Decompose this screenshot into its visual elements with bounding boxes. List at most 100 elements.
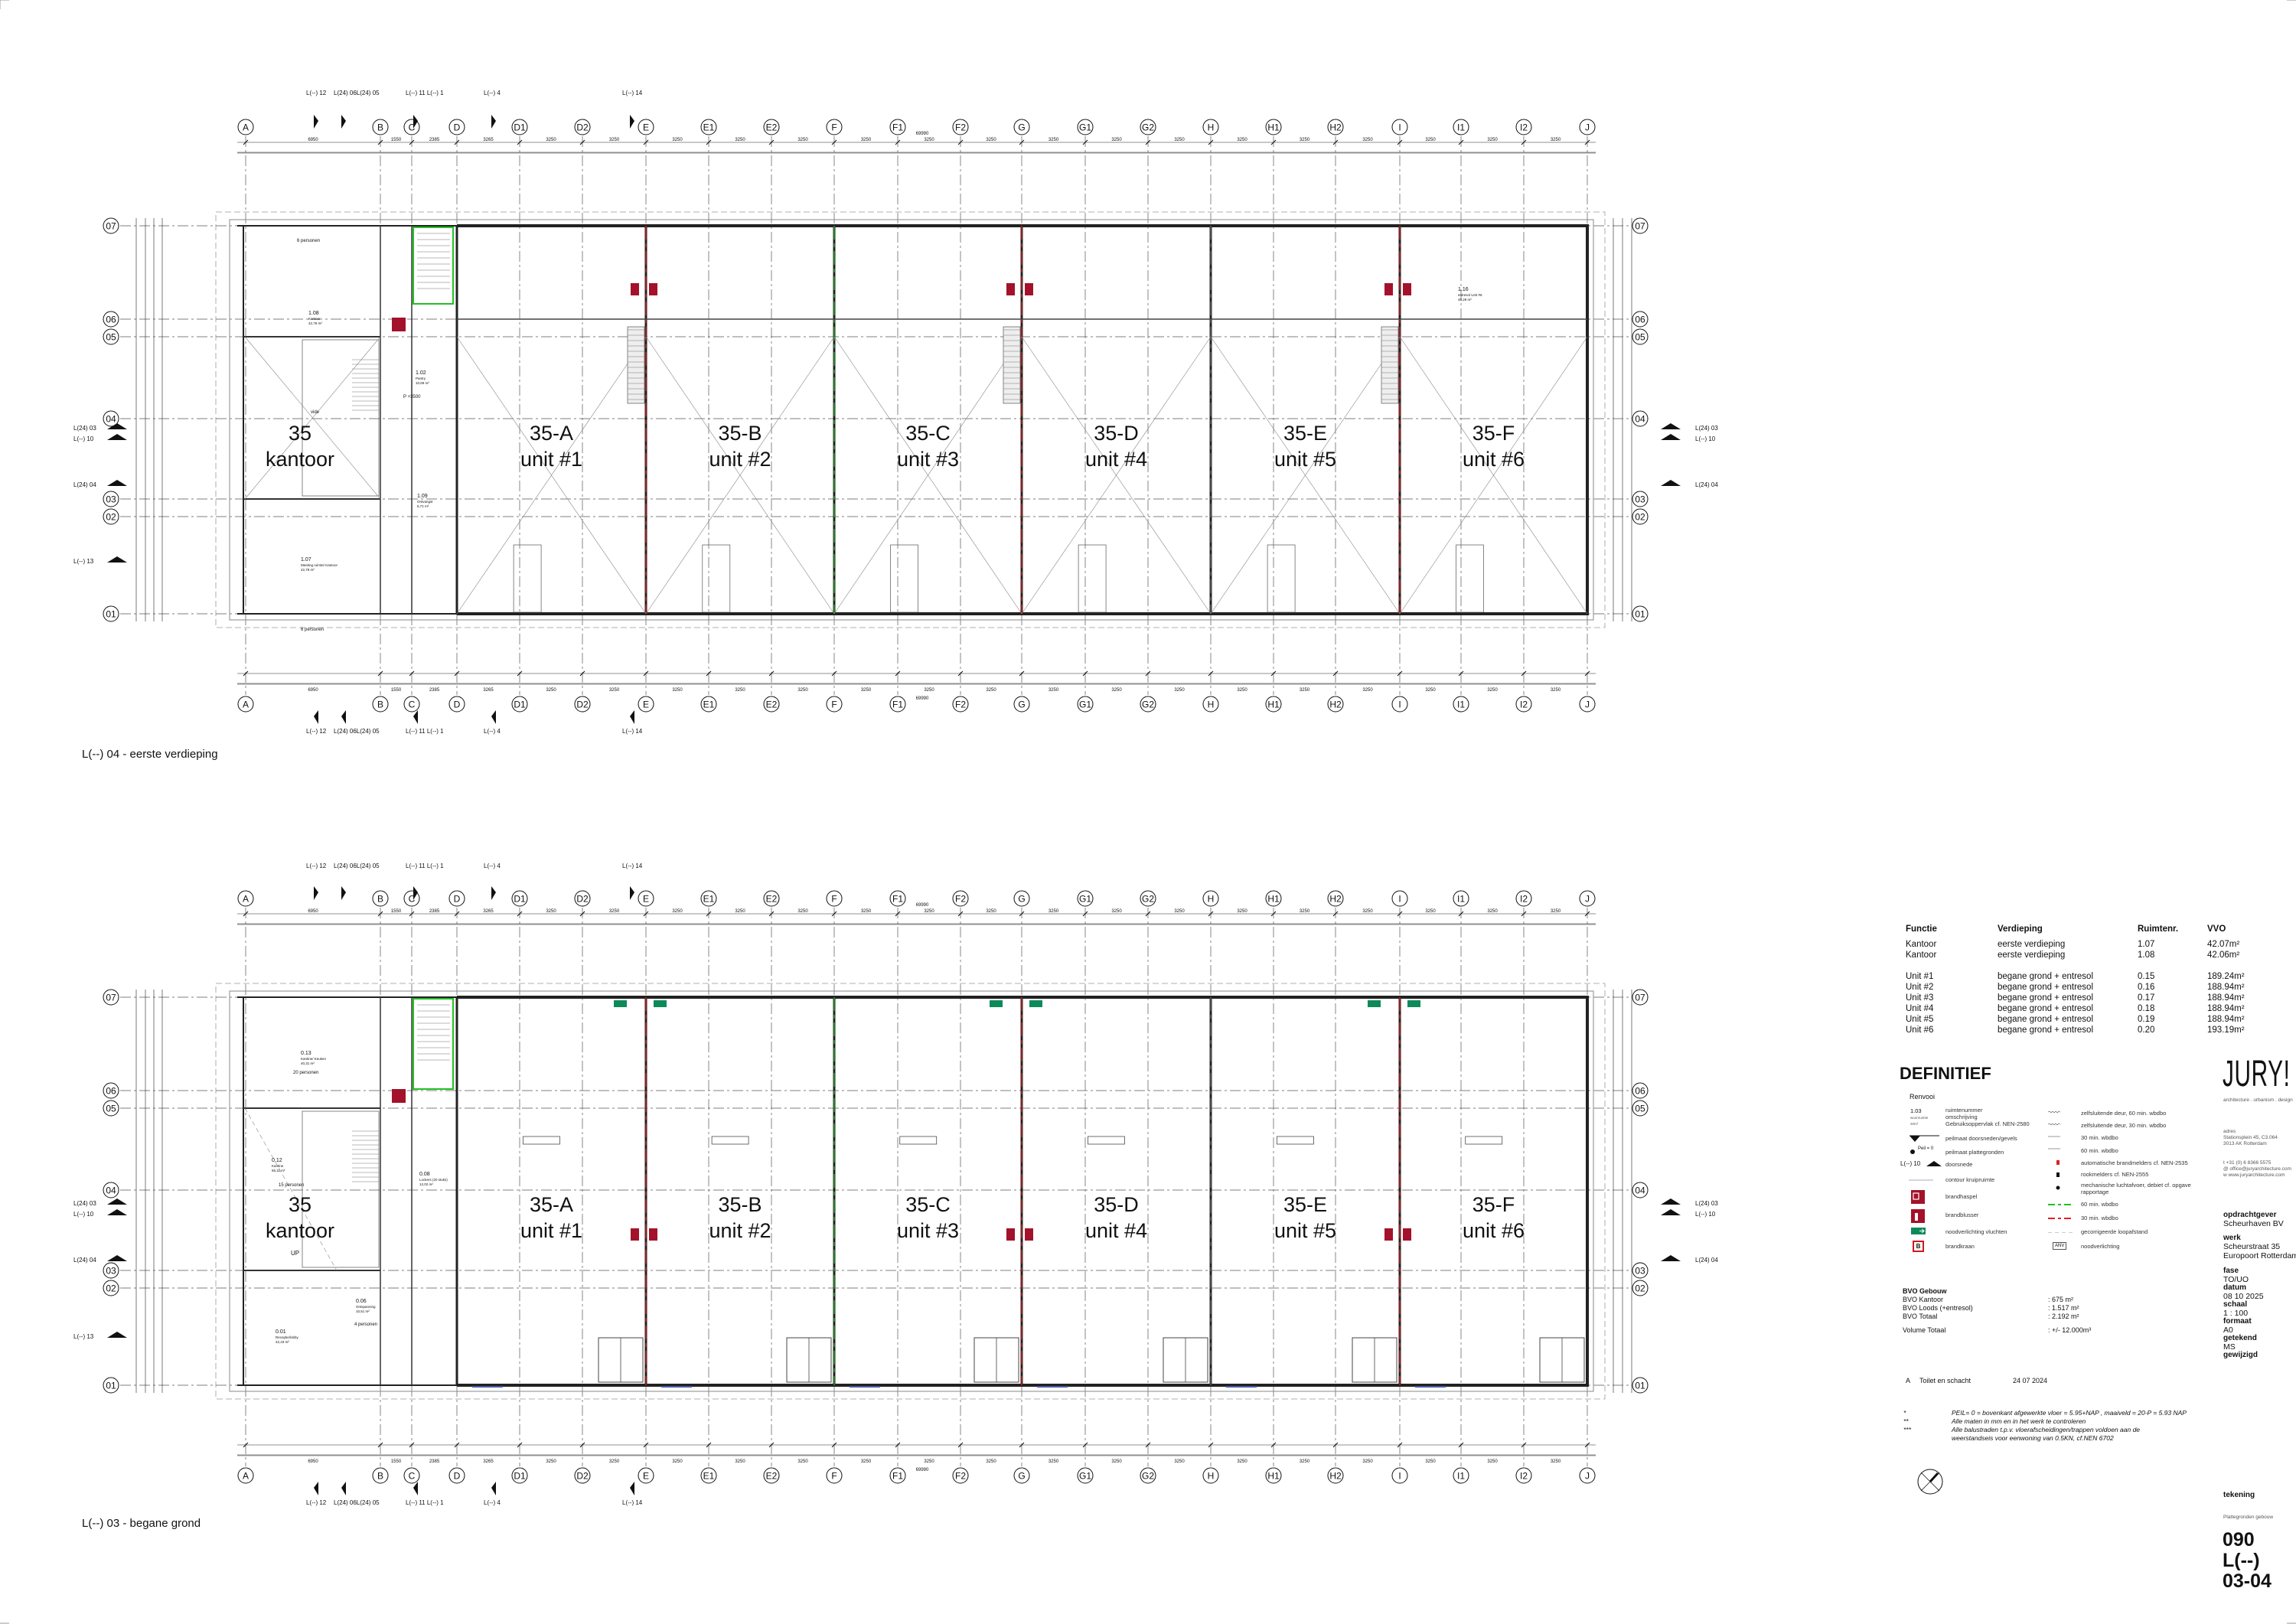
fire-hose-reel-icon [1911, 1190, 1925, 1204]
room-number: 0.06 [356, 1299, 367, 1304]
grid-bubble [1453, 696, 1469, 713]
dimension-value: 3250 [1174, 1459, 1185, 1464]
grid-bubble [1632, 328, 1649, 345]
dimension-value: 3250 [609, 688, 620, 693]
dimension-value: 3250 [1362, 1459, 1373, 1464]
legend-room-area-sample: 20m² [1910, 1122, 1919, 1126]
grid-bubble [1077, 890, 1094, 907]
dimension-value: 3250 [672, 1459, 683, 1464]
dimension-tick [643, 1442, 649, 1448]
section-marker-icon [630, 886, 634, 900]
grid-bubble [1515, 696, 1532, 713]
grid-label: G [1018, 894, 1025, 905]
dimension-tick [579, 670, 585, 677]
grid-bubble [952, 696, 969, 713]
dimension-value: 3250 [1487, 138, 1498, 142]
firm-logo: JURY! [2223, 1054, 2291, 1094]
revision-date: 24 07 2024 [2013, 1377, 2048, 1384]
dimension-value: 3250 [1425, 909, 1436, 914]
grid-bubble [1391, 1467, 1408, 1484]
section-marker-icon [491, 710, 496, 724]
grid-bubble [889, 696, 906, 713]
grid-label: H2 [1329, 122, 1342, 133]
section-label: L(--) 10 [1695, 435, 1716, 442]
dimension-value: 1550 [391, 138, 402, 142]
grid-bubble [1013, 119, 1030, 135]
unit-stair [1381, 326, 1399, 404]
dimension-value: 3250 [1049, 688, 1059, 693]
room-note: 15 personen [279, 1183, 304, 1188]
dimension-value: 3250 [1362, 688, 1373, 693]
grid-bubble [1265, 119, 1282, 135]
grid-label: H1 [1267, 894, 1280, 905]
grid-bubble [1013, 1467, 1030, 1484]
unit-info-tag [1465, 1136, 1503, 1145]
fire-hose-reel-icon [392, 1089, 406, 1103]
dimension-tick [768, 1442, 775, 1448]
grid-bubble [372, 696, 389, 713]
dimension-tick [895, 1442, 901, 1448]
grid-label: A [243, 894, 249, 905]
legend-label: zelfsluitende deur, 30 min. wbdbo [2081, 1122, 2167, 1129]
emergency-exit-icon [1368, 1000, 1381, 1007]
dimension-value: 3250 [986, 909, 996, 914]
grid-bubble [1013, 890, 1030, 907]
level-marker-icon [1910, 1135, 1939, 1142]
table-cell: 42.07m² [2207, 940, 2240, 949]
level-plan-marker-icon [1910, 1150, 1915, 1154]
dimension-value: 3250 [546, 138, 556, 142]
legend-room-number-sample: 1.03 [1910, 1107, 1922, 1114]
dimension-tick [1458, 1442, 1464, 1448]
grid-label: F1 [892, 894, 903, 905]
dimension-value: 3250 [797, 138, 808, 142]
room-area: 6,71 m² [417, 504, 429, 508]
legend-label: zelfsluitende deur, 60 min. wbdbo [2081, 1110, 2167, 1117]
dimension-value: 3250 [861, 909, 872, 914]
wbdbo-60-line-icon [2048, 1204, 2074, 1205]
legend-label: noodverlichting vluchten [1945, 1228, 2007, 1235]
grid-label: 04 [1635, 414, 1645, 425]
grid-bubble [237, 1467, 254, 1484]
grid-label: F [831, 1471, 837, 1482]
table-cell: 0.19 [2138, 1015, 2155, 1024]
section-marker-icon [341, 115, 346, 129]
grid-label: 04 [1635, 1185, 1645, 1196]
dimension-tick [1270, 1442, 1277, 1448]
unit-info-tag [1277, 1136, 1314, 1145]
emergency-exit-icon [1911, 1228, 1926, 1234]
dimension-value: 3250 [1049, 1459, 1059, 1464]
dimension-value: 3250 [986, 1459, 996, 1464]
grid-label: 07 [106, 993, 116, 1003]
dimension-total: 69990 [916, 696, 929, 701]
grid-label: D1 [514, 122, 526, 133]
dimension-value: 3250 [1425, 138, 1436, 142]
grid-bubble [1632, 1262, 1649, 1279]
grid-label: 03 [1635, 494, 1645, 505]
office-name: kantoor [266, 448, 334, 471]
room-name: Pantry [416, 377, 426, 380]
grid-bubble [1579, 1467, 1596, 1484]
dimension-value: 2385 [429, 138, 440, 142]
grid-bubble [1453, 119, 1469, 135]
section-label: L(--) 4 [484, 863, 501, 869]
contact-phone: t +31 (0) 6 8366 5575 [2223, 1160, 2272, 1166]
table-header: Ruimtenr. [2138, 925, 2179, 934]
grid-label: B [377, 122, 383, 133]
room-number: 1.07 [301, 557, 311, 563]
grid-label: 05 [1635, 332, 1645, 343]
dimension-value: 3265 [483, 1459, 494, 1464]
section-marker-icon [314, 1482, 318, 1495]
north-arrow-icon [1917, 1469, 1943, 1495]
grid-bubble [1632, 1100, 1649, 1117]
room-name: Receptie/lobby [276, 1335, 299, 1339]
section-label: L(--) 12 [306, 90, 327, 96]
dimension-tick [1145, 670, 1151, 677]
room-area: 12,02 m² [419, 1182, 433, 1186]
section-marker-icon [107, 1198, 127, 1205]
dimension-value: 6950 [308, 1459, 318, 1464]
dimension-tick [1397, 139, 1403, 145]
grid-label: D2 [576, 894, 589, 905]
dimension-tick [377, 670, 383, 677]
walking-distance-line-icon [2048, 1232, 2073, 1233]
grid-bubble [103, 311, 119, 328]
